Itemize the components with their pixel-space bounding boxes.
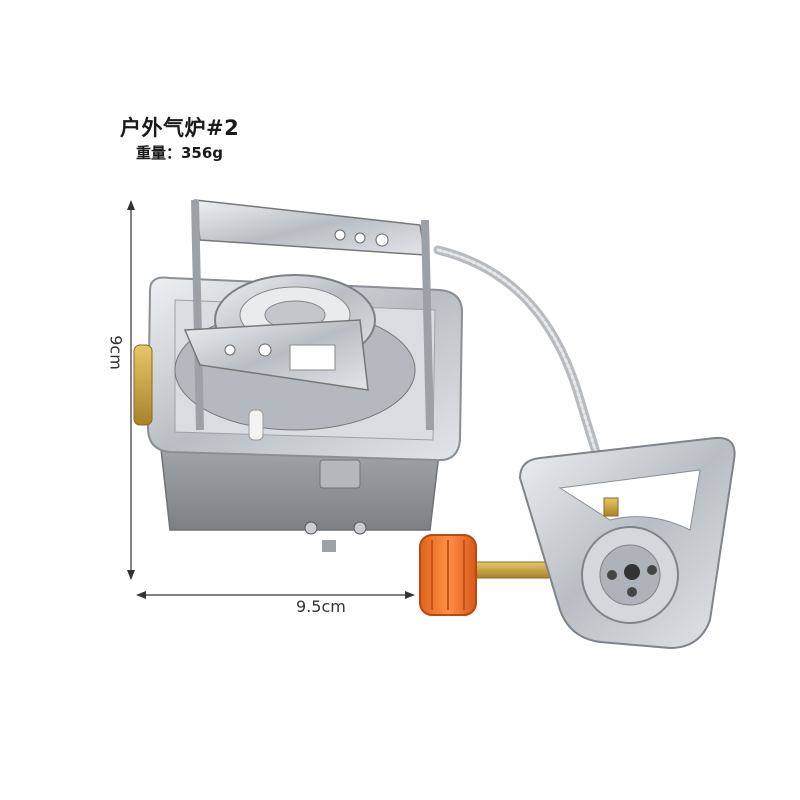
canister-adapter <box>518 436 736 650</box>
product-weight: 重量：356g <box>136 144 224 162</box>
control-knob <box>419 534 477 616</box>
side-brass-fitting <box>133 344 153 426</box>
product-title: 户外气炉#2 <box>120 116 240 140</box>
width-dimension-line <box>136 591 415 599</box>
igniter-tip <box>248 409 264 441</box>
height-dimension-line <box>127 200 135 580</box>
height-dimension-label: 9cm <box>106 335 126 370</box>
stove-body <box>159 439 441 552</box>
width-dimension-label: 9.5cm <box>296 597 346 616</box>
pot-support-back <box>191 199 434 431</box>
pot-support-front <box>183 319 369 391</box>
valve-stem <box>469 561 553 579</box>
